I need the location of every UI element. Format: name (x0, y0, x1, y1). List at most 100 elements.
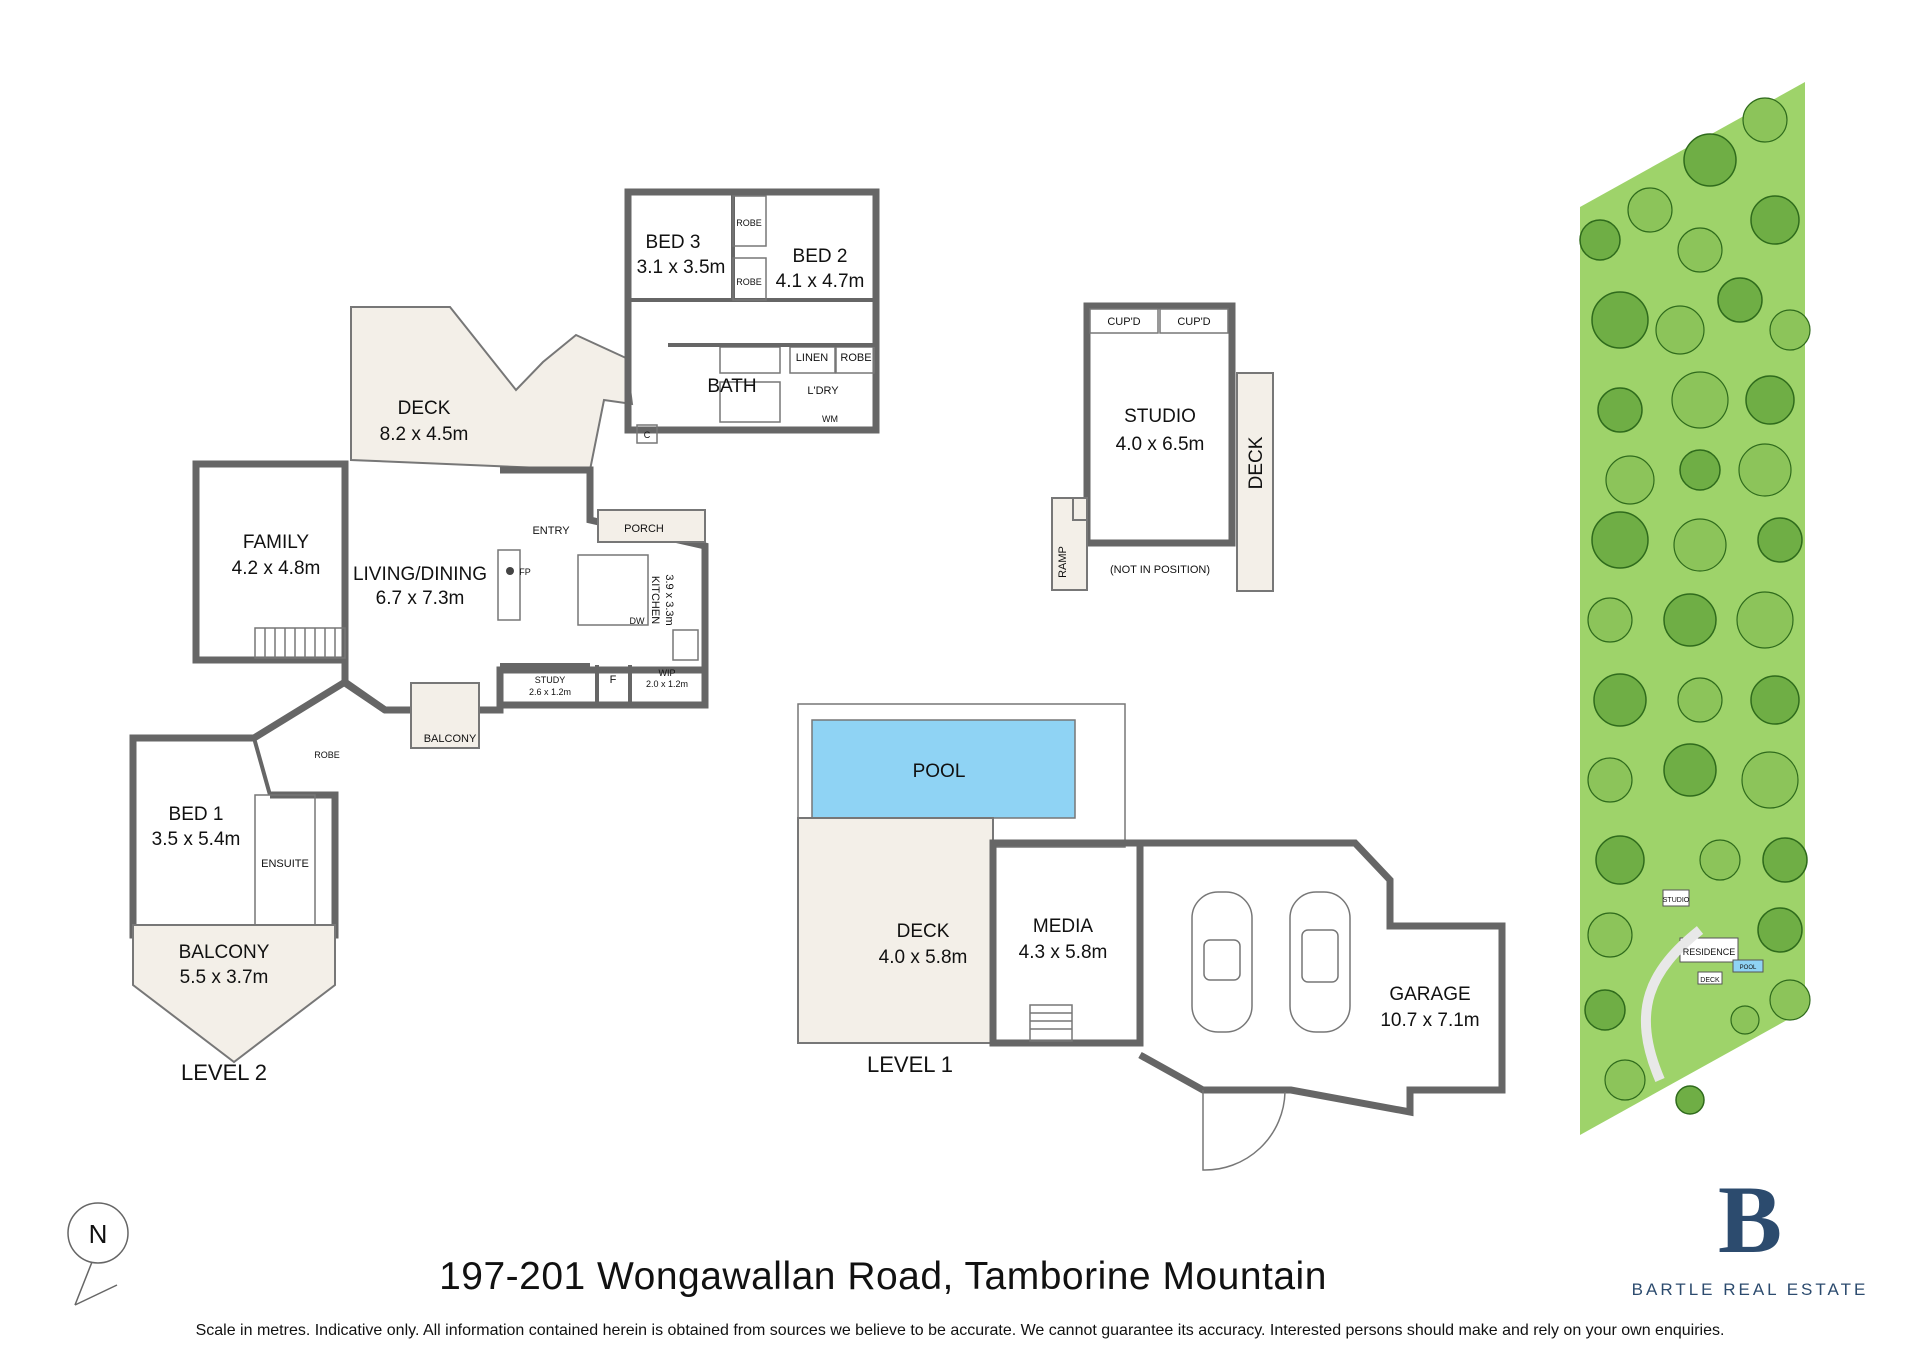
tree-icon (1655, 305, 1705, 355)
bedroom-block (624, 188, 880, 434)
kitchen-label: KITCHEN (649, 576, 661, 624)
deck-level2 (350, 306, 634, 472)
closet-label: C (644, 430, 651, 440)
tree-icon (1769, 309, 1811, 351)
bed1-walls (129, 677, 388, 939)
wm-label: WM (822, 414, 838, 424)
kitchen-walls (500, 546, 709, 709)
media-dims: 4.3 x 5.8m (1019, 942, 1108, 963)
wip-dims: 2.0 x 1.2m (646, 679, 688, 689)
deck-dims: 4.0 x 5.8m (879, 947, 968, 968)
tree-icon (1584, 989, 1626, 1031)
bed1-dims: 3.5 x 5.4m (152, 829, 241, 850)
bed2-dims: 4.1 x 4.7m (776, 271, 865, 292)
tree-icon (1597, 387, 1643, 433)
site-buildings (1641, 889, 1764, 1082)
tree-icon (1762, 837, 1808, 883)
fridge-label: F (610, 674, 617, 686)
studio-label: STUDIO (1124, 406, 1196, 427)
tree-icon (1677, 227, 1723, 273)
tree-icon (1663, 593, 1717, 647)
balcony-dims: 5.5 x 3.7m (180, 967, 269, 988)
bed3-label: BED 3 (646, 232, 701, 253)
level-2-plan (129, 188, 880, 1064)
site-pool-label: POOL (1740, 965, 1757, 971)
cupboard-label: CUP'D (1177, 316, 1210, 328)
north-arrow (67, 1202, 129, 1306)
property-address: 197-201 Wongawallan Road, Tamborine Moun… (439, 1255, 1327, 1298)
tree-icon (1595, 835, 1645, 885)
media-room (989, 839, 1144, 1047)
tree-icon (1675, 1085, 1705, 1115)
tree-icon (1627, 187, 1673, 233)
tree-icon (1742, 97, 1788, 143)
tree-icon (1699, 839, 1741, 881)
brand-letter: B (1718, 1166, 1782, 1273)
tree-icon (1671, 371, 1729, 429)
tree-icon (1683, 133, 1737, 187)
tree-icon (1605, 455, 1655, 505)
dishwasher-label: DW (630, 616, 645, 626)
level-1-label: LEVEL 1 (867, 1052, 953, 1077)
bed1-label: BED 1 (169, 804, 224, 825)
robe-label: ROBE (736, 277, 762, 287)
studio-deck (1236, 372, 1274, 592)
site-studio-label: STUDIO (1663, 897, 1690, 904)
fireplace-label: FP (519, 567, 531, 577)
deck-label: DECK (398, 398, 451, 419)
trees (1579, 97, 1811, 1115)
linen-label: LINEN (796, 352, 828, 364)
balcony-small-label: BALCONY (424, 733, 477, 745)
bed3-dims: 3.1 x 3.5m (637, 257, 726, 278)
studio-dims: 4.0 x 6.5m (1116, 434, 1205, 455)
studio-plan (1051, 302, 1274, 592)
wip-label: WIP (659, 668, 676, 678)
disclaimer: Scale in metres. Indicative only. All in… (196, 1322, 1725, 1339)
tree-icon (1741, 751, 1799, 809)
site-plan (1579, 82, 1811, 1135)
balcony-small (410, 682, 480, 749)
deck-label: DECK (897, 921, 950, 942)
car-outline-1 (1191, 891, 1253, 1033)
tree-icon (1663, 743, 1717, 797)
living-label: LIVING/DINING (353, 564, 487, 585)
tree-icon (1587, 757, 1633, 803)
entry-label: ENTRY (532, 525, 570, 537)
tree-icon (1604, 1059, 1646, 1101)
tree-icon (1757, 907, 1803, 953)
garage-walls (1138, 839, 1506, 1117)
laundry-label: L'DRY (807, 385, 839, 397)
pool (811, 719, 1076, 819)
robe-label: ROBE (840, 352, 871, 364)
kitchen-dims: 3.9 x 3.3m (663, 574, 675, 625)
tree-icon (1757, 517, 1803, 563)
tree-icon (1736, 591, 1794, 649)
study-dims: 2.6 x 1.2m (529, 687, 571, 697)
car-outline-2 (1289, 891, 1351, 1033)
porch-label: PORCH (624, 523, 664, 535)
site-deck-label: DECK (1700, 977, 1720, 984)
robe-label: ROBE (736, 218, 762, 228)
media-label: MEDIA (1033, 916, 1094, 937)
deck-dims: 8.2 x 4.5m (380, 424, 469, 445)
garage-label: GARAGE (1389, 984, 1470, 1005)
tree-icon (1677, 677, 1723, 723)
level-1-plan (797, 703, 1506, 1171)
study-label: STUDY (535, 675, 566, 685)
tree-icon (1587, 912, 1633, 958)
tree-icon (1673, 518, 1727, 572)
brand-logo: B (1718, 1166, 1782, 1273)
tree-icon (1745, 375, 1795, 425)
tree-icon (1738, 443, 1792, 497)
site-residence-label: RESIDENCE (1683, 947, 1736, 957)
bath-label: BATH (707, 376, 756, 397)
pool-label: POOL (913, 761, 966, 782)
ensuite-label: ENSUITE (261, 858, 309, 870)
north-label: N (89, 1219, 108, 1249)
brand-name: BARTLE REAL ESTATE (1632, 1280, 1869, 1299)
family-dims: 4.2 x 4.8m (232, 558, 321, 579)
bed2-label: BED 2 (793, 246, 848, 267)
porch (597, 509, 706, 543)
tree-icon (1679, 449, 1721, 491)
